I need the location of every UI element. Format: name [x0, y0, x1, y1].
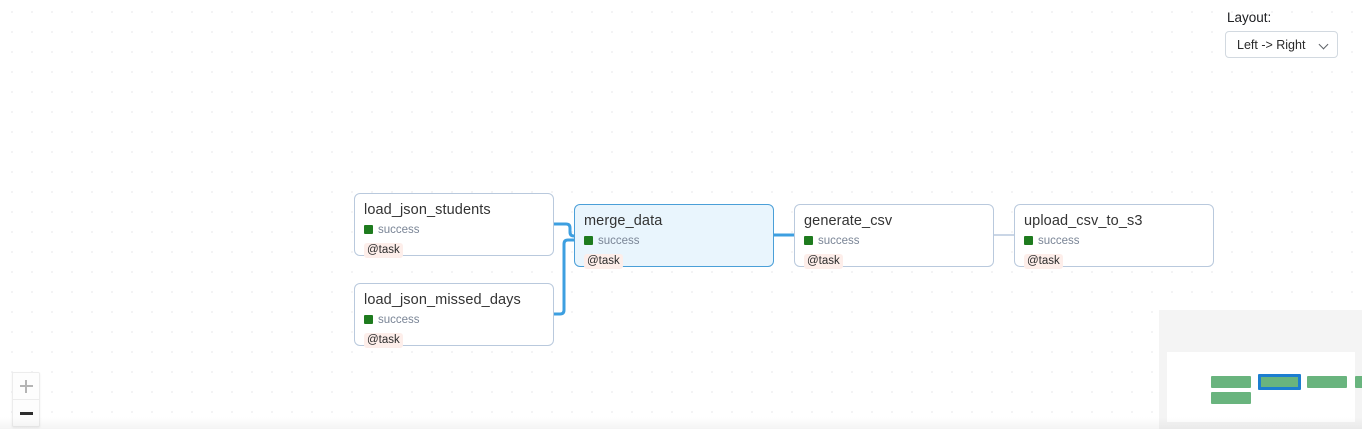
- minimap-node-upload_csv_to_s3: [1355, 376, 1362, 388]
- task-node-merge_data[interactable]: merge_data success @task: [574, 204, 774, 269]
- minus-icon: [19, 411, 33, 415]
- minimap-node-merge_data: [1258, 374, 1301, 390]
- task-node-tag: @task: [584, 254, 623, 269]
- status-success-icon: [1024, 236, 1033, 245]
- task-node-title: merge_data: [584, 213, 663, 229]
- task-node-tag: @task: [364, 333, 403, 348]
- task-node-title: load_json_missed_days: [364, 292, 521, 308]
- task-node-tag-row: @task: [804, 251, 984, 269]
- zoom-in-button[interactable]: [13, 373, 39, 400]
- task-node-tag: @task: [1024, 254, 1063, 269]
- status-success-icon: [364, 225, 373, 234]
- task-node-tag: @task: [804, 254, 843, 269]
- task-node-status-label: success: [1038, 234, 1080, 247]
- task-node-status-label: success: [378, 313, 420, 326]
- zoom-out-button[interactable]: [13, 400, 39, 426]
- task-node-status: success: [364, 223, 544, 236]
- task-node-status: success: [364, 313, 544, 326]
- status-success-icon: [804, 236, 813, 245]
- layout-select-value: Left -> Right: [1237, 37, 1306, 52]
- task-node-status-label: success: [818, 234, 860, 247]
- task-node-title: load_json_students: [364, 202, 491, 218]
- task-node-title: upload_csv_to_s3: [1024, 213, 1143, 229]
- status-success-icon: [584, 236, 593, 245]
- minimap-node-load_json_students: [1211, 376, 1251, 388]
- layout-select[interactable]: Left -> Right: [1225, 31, 1338, 58]
- chevron-down-icon: [1320, 40, 1329, 49]
- canvas-bottom-shadow: [0, 417, 1362, 429]
- zoom-controls: [12, 372, 40, 427]
- edge-load_json_missed_days-to-merge_data: [552, 238, 576, 316]
- plus-icon: [19, 379, 33, 393]
- task-node-upload_csv_to_s3[interactable]: upload_csv_to_s3 success @task: [1014, 204, 1214, 269]
- task-node-status: success: [1024, 234, 1204, 247]
- task-node-tag-row: @task: [364, 330, 544, 348]
- minimap-node-load_json_missed_days: [1211, 392, 1251, 404]
- task-node-status: success: [804, 234, 984, 247]
- status-success-icon: [364, 315, 373, 324]
- task-node-title: generate_csv: [804, 213, 893, 229]
- layout-control: Layout: Left -> Right: [1225, 9, 1338, 58]
- task-node-tag: @task: [364, 243, 403, 258]
- task-node-generate_csv[interactable]: generate_csv success @task: [794, 204, 994, 269]
- task-node-status-label: success: [378, 223, 420, 236]
- task-node-load_json_students[interactable]: load_json_students success @task: [354, 193, 554, 258]
- task-node-tag-row: @task: [364, 240, 544, 258]
- minimap-node-generate_csv: [1307, 376, 1347, 388]
- task-node-load_json_missed_days[interactable]: load_json_missed_days success @task: [354, 283, 554, 348]
- task-node-tag-row: @task: [584, 251, 764, 269]
- minimap[interactable]: [1159, 310, 1362, 429]
- layout-label: Layout:: [1227, 10, 1272, 25]
- task-node-status-label: success: [598, 234, 640, 247]
- task-node-tag-row: @task: [1024, 251, 1204, 269]
- edge-load_json_students-to-merge_data: [552, 222, 576, 238]
- task-node-status: success: [584, 234, 764, 247]
